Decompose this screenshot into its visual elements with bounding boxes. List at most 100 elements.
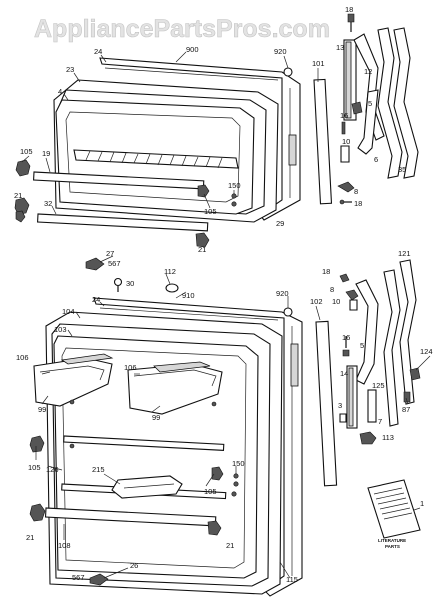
label-121: 121 bbox=[398, 249, 411, 258]
label-35: 35 bbox=[398, 165, 406, 174]
fresh-food-door-assembly bbox=[29, 297, 303, 597]
label-102: 102 bbox=[310, 297, 323, 306]
label-8: 8 bbox=[354, 187, 358, 196]
label-18: 18 bbox=[345, 5, 353, 14]
label-19: 19 bbox=[42, 149, 50, 158]
label-10: 10 bbox=[342, 137, 350, 146]
label-150: 150 bbox=[228, 181, 241, 190]
hinge-bar-6 bbox=[377, 27, 403, 179]
label-5: 5 bbox=[360, 341, 364, 350]
label-23: 23 bbox=[66, 65, 74, 74]
label-1: 1 bbox=[420, 499, 424, 508]
label-105: 105 bbox=[20, 147, 33, 156]
label-16: 16 bbox=[342, 333, 350, 342]
fresh-food-outer-door-panel bbox=[93, 297, 303, 597]
label-18: 18 bbox=[354, 199, 362, 208]
label-920: 920 bbox=[274, 47, 287, 56]
freezer-cap-920 bbox=[283, 67, 293, 77]
label-113: 113 bbox=[382, 433, 394, 442]
label-101: 101 bbox=[312, 59, 325, 68]
label-6: 6 bbox=[374, 155, 378, 164]
label-920: 920 bbox=[276, 289, 289, 298]
hinge-bracket-5-lower bbox=[355, 279, 379, 385]
label-125: 125 bbox=[372, 381, 385, 390]
shelf-end-cap-105-right bbox=[197, 184, 210, 198]
shelf-rail-upper bbox=[63, 435, 225, 451]
washer-8 bbox=[337, 181, 355, 193]
label-108: 108 bbox=[58, 541, 71, 550]
label-112: 112 bbox=[164, 267, 176, 276]
label-21: 21 bbox=[26, 533, 34, 542]
label-567: 567 bbox=[108, 259, 121, 268]
label-105: 105 bbox=[28, 463, 41, 472]
freezer-door-assembly bbox=[14, 57, 301, 248]
shelf-end-cap-21-left bbox=[14, 197, 30, 215]
label-30: 30 bbox=[126, 279, 134, 288]
label-106: 106 bbox=[16, 353, 29, 362]
hinge-bar-35 bbox=[393, 27, 419, 179]
fresh-food-handle-slot bbox=[290, 343, 299, 387]
label-150: 150 bbox=[232, 459, 245, 468]
label-14: 14 bbox=[340, 369, 348, 378]
callout-labels: 18 900 920 24 23 4 101 13 12 5 16 10 6 3… bbox=[14, 5, 433, 584]
label-24: 24 bbox=[94, 47, 102, 56]
label-105: 105 bbox=[204, 487, 217, 496]
watermark: AppliancePartsPros.com bbox=[34, 15, 330, 43]
shelf-end-cap-105 bbox=[15, 159, 31, 177]
hinge-bar-7 bbox=[383, 269, 401, 427]
label-12: 12 bbox=[364, 67, 372, 76]
leader-lines bbox=[21, 51, 431, 579]
label-3: 3 bbox=[338, 401, 342, 410]
label-124: 124 bbox=[420, 347, 433, 356]
part-3 bbox=[339, 413, 347, 423]
cam-26 bbox=[89, 573, 109, 586]
label-16: 16 bbox=[340, 111, 348, 120]
plug-112 bbox=[165, 283, 179, 293]
label-21: 21 bbox=[14, 191, 22, 200]
label-32: 32 bbox=[44, 199, 52, 208]
label-99: 99 bbox=[152, 413, 160, 422]
label-104: 104 bbox=[62, 307, 75, 316]
freezer-hinge-parts bbox=[85, 13, 419, 293]
label-8: 8 bbox=[330, 285, 334, 294]
shelf-end-cap-21-right bbox=[195, 232, 210, 248]
part-124 bbox=[409, 367, 421, 381]
label-18: 18 bbox=[322, 267, 330, 276]
label-26: 26 bbox=[130, 561, 138, 570]
booklet-subtitle: PARTS bbox=[385, 544, 400, 549]
label-87: 87 bbox=[402, 405, 410, 414]
label-24: 24 bbox=[92, 295, 100, 304]
washer-8-lower bbox=[345, 289, 359, 301]
label-99: 99 bbox=[38, 405, 46, 414]
label-103: 103 bbox=[54, 325, 67, 334]
freezer-handle-slot bbox=[288, 134, 297, 166]
door-gasket-strip-102 bbox=[315, 320, 338, 487]
shelf-end-cap-21-lower-right bbox=[207, 520, 222, 536]
label-900: 900 bbox=[186, 45, 199, 54]
booklet-title: LITERATURE bbox=[378, 538, 406, 543]
spacer-125 bbox=[367, 389, 377, 423]
label-105: 105 bbox=[204, 207, 217, 216]
hinge-bracket-5 bbox=[357, 89, 379, 155]
label-21: 21 bbox=[226, 541, 234, 550]
label-13: 13 bbox=[336, 43, 344, 52]
hinge-pin-10 bbox=[340, 145, 350, 163]
label-567: 567 bbox=[72, 573, 85, 582]
label-27: 27 bbox=[106, 249, 114, 258]
label-5: 5 bbox=[368, 99, 372, 108]
freezer-shelf-bar-32 bbox=[37, 213, 209, 232]
hinge-bar-121 bbox=[399, 259, 417, 405]
label-7: 7 bbox=[378, 417, 382, 426]
cam-27 bbox=[85, 257, 105, 271]
part-113 bbox=[359, 431, 377, 445]
door-gasket-strip-101 bbox=[313, 78, 333, 205]
label-115: 115 bbox=[286, 575, 298, 584]
label-106: 106 bbox=[124, 363, 137, 372]
label-29: 29 bbox=[276, 219, 284, 228]
hinge-pin-10-lower bbox=[349, 299, 358, 311]
fresh-food-hinge-parts bbox=[315, 259, 421, 487]
label-126: 126 bbox=[46, 465, 59, 474]
label-21: 21 bbox=[198, 245, 206, 254]
shelf-end-cap-105-lower bbox=[29, 435, 45, 453]
